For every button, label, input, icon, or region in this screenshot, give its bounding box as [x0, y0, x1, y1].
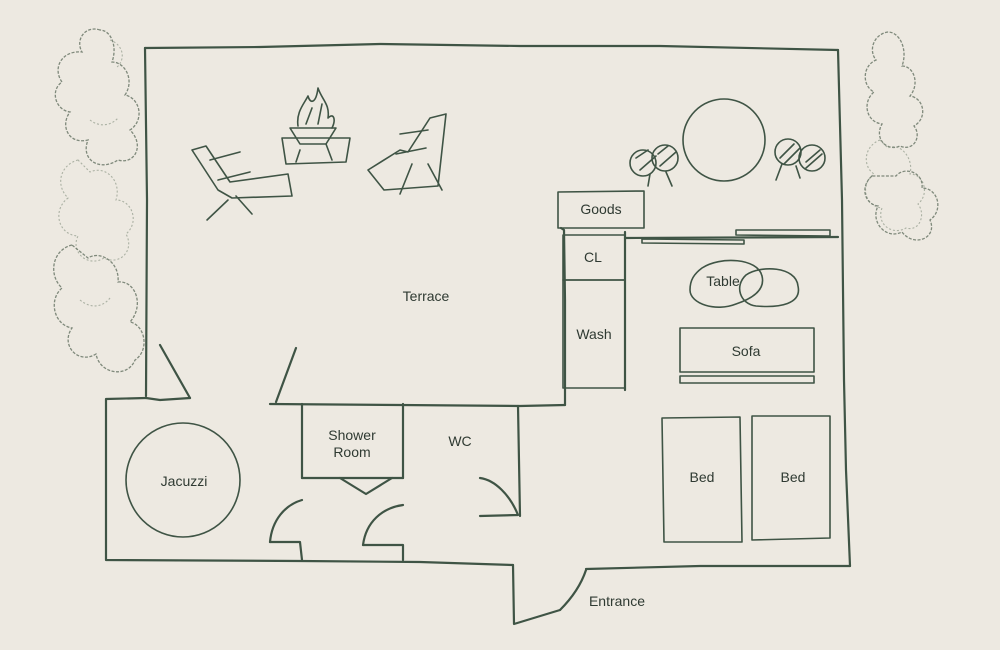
shower-room-label-line1: Shower	[328, 427, 376, 443]
shower-room: Shower Room	[328, 427, 376, 460]
jacuzzi: Jacuzzi	[125, 422, 241, 538]
goods-shelf: Goods	[557, 190, 645, 229]
dining-chair-right-icon	[774, 138, 826, 181]
entrance-label: Entrance	[589, 593, 645, 609]
terrace-label: Terrace	[403, 288, 450, 304]
bed-right-label: Bed	[781, 469, 806, 485]
wc: WC	[448, 433, 471, 449]
cl-label: CL	[584, 249, 602, 265]
dining-chair-left-icon	[629, 144, 679, 187]
fire-pit-icon	[281, 87, 351, 165]
lounge-table: Table	[689, 259, 800, 308]
table-label: Table	[706, 273, 740, 289]
shower-room-label-line2: Room	[333, 444, 370, 460]
bed-left-label: Bed	[690, 469, 715, 485]
wash-label: Wash	[576, 326, 611, 342]
wash-area: Wash	[562, 279, 626, 389]
wall-shelves	[641, 229, 831, 245]
tree-right-icon	[864, 31, 939, 241]
outer-walls	[104, 42, 852, 626]
lounge-chair-left-icon	[191, 145, 293, 221]
sofa: Sofa	[679, 327, 815, 384]
closet: CL	[562, 234, 626, 281]
goods-label: Goods	[580, 201, 621, 217]
wc-label: WC	[448, 433, 471, 449]
round-table-icon	[682, 98, 766, 182]
tree-left-icon	[53, 28, 145, 373]
bed-left: Bed	[661, 416, 743, 543]
sofa-label: Sofa	[732, 343, 761, 359]
lounge-chair-right-icon	[367, 113, 447, 195]
jacuzzi-label: Jacuzzi	[161, 473, 208, 489]
bed-right: Bed	[751, 415, 831, 541]
